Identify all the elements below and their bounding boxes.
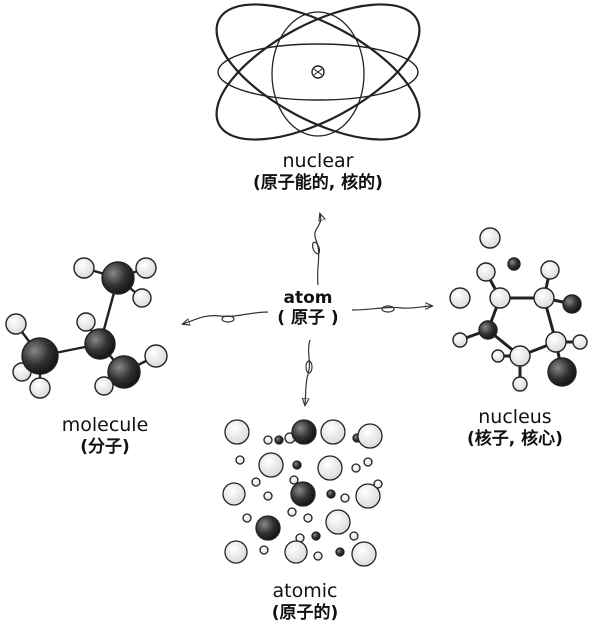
- meaning-molecule: (分子): [80, 436, 130, 457]
- arrow-to-molecule: [183, 311, 269, 324]
- word-atomic: atomic: [272, 580, 338, 602]
- label-molecule: molecule (分子): [40, 414, 170, 457]
- meaning-atomic: (原子的): [271, 602, 339, 623]
- arrow-to-nucleus: [351, 306, 432, 311]
- meaning-nucleus: (核子, 核心): [467, 428, 563, 449]
- arrow-to-nuclear: [314, 214, 321, 286]
- label-nucleus: nucleus (核子, 核心): [440, 406, 590, 449]
- word-nucleus: nucleus: [478, 406, 552, 428]
- meaning-atom: ( 原子 ): [277, 308, 339, 329]
- label-atomic: atomic (原子的): [250, 580, 360, 623]
- word-atom: atom: [283, 288, 333, 308]
- molecule-model-icon: [5, 257, 168, 399]
- label-nuclear: nuclear (原子能的, 核的): [218, 150, 418, 193]
- branch-arrows: [183, 214, 432, 405]
- meaning-nuclear: (原子能的, 核的): [253, 172, 383, 193]
- atom-particles-icon: [222, 419, 383, 567]
- atom-orbit-icon: [215, 3, 421, 141]
- arrow-to-atomic: [305, 339, 311, 405]
- label-atom: atom ( 原子 ): [258, 288, 358, 329]
- word-nuclear: nuclear: [282, 150, 354, 172]
- ring-molecule-icon: [449, 227, 588, 392]
- word-molecule: molecule: [61, 414, 149, 436]
